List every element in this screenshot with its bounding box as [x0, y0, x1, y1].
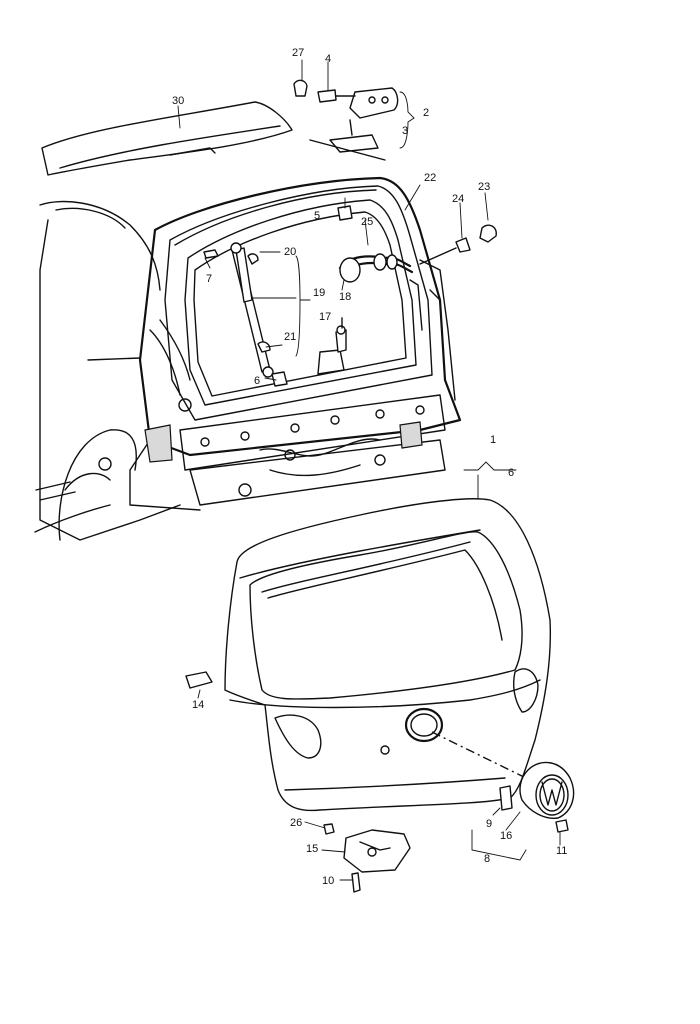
- callout-25: 25: [361, 216, 373, 228]
- callout-11: 11: [556, 845, 567, 857]
- callout-8: 8: [484, 853, 490, 865]
- callout-3: 3: [402, 125, 408, 137]
- tailgate-lock: [323, 823, 411, 893]
- callout-30: 30: [172, 95, 184, 107]
- callout-19: 19: [313, 287, 325, 299]
- callout-23: 23: [478, 181, 490, 193]
- screw-part: [555, 819, 569, 833]
- callout-4: 4: [325, 53, 331, 65]
- tailgate-opening-frame: [129, 176, 462, 511]
- callout-24: 24: [452, 193, 464, 205]
- tailgate-panel: [224, 498, 552, 812]
- callout-10: 10: [322, 875, 334, 887]
- assembly-axis-line: [431, 731, 531, 781]
- callout-labels: 27 4 2 3 30 22 23 24 5 25 20 7 19 18 17 …: [172, 47, 567, 887]
- door-seal: [174, 189, 377, 246]
- callout-27: 27: [292, 47, 304, 59]
- bracket-part: [499, 785, 513, 811]
- lock-striker: [317, 317, 347, 375]
- wire-connector: [185, 671, 213, 689]
- wiring-harness: [338, 253, 414, 283]
- callout-18: 18: [339, 291, 351, 303]
- callout-14: 14: [192, 699, 204, 711]
- callout-15: 15: [306, 843, 318, 855]
- body-side-panel: [34, 200, 181, 541]
- callout-5: 5: [314, 210, 320, 222]
- gas-strut: [203, 242, 288, 387]
- tailgate-hinge: [293, 79, 399, 161]
- callout-1: 1: [490, 434, 496, 446]
- callout-6-lower: 6: [508, 467, 514, 479]
- callout-22: 22: [424, 172, 436, 184]
- fasteners-upper: [337, 205, 497, 265]
- grouping-braces: [295, 91, 527, 861]
- callout-17: 17: [319, 311, 331, 323]
- callout-9: 9: [486, 818, 492, 830]
- callout-16: 16: [500, 830, 512, 842]
- callout-26: 26: [290, 817, 302, 829]
- callout-2: 2: [423, 107, 429, 119]
- callout-20: 20: [284, 246, 296, 258]
- roof-spoiler: [41, 101, 293, 176]
- leader-lines: [177, 59, 561, 881]
- callout-21: 21: [284, 331, 296, 343]
- callout-6-upper: 6: [254, 375, 260, 387]
- callout-7: 7: [206, 273, 212, 285]
- vw-emblem-handle: [519, 761, 575, 819]
